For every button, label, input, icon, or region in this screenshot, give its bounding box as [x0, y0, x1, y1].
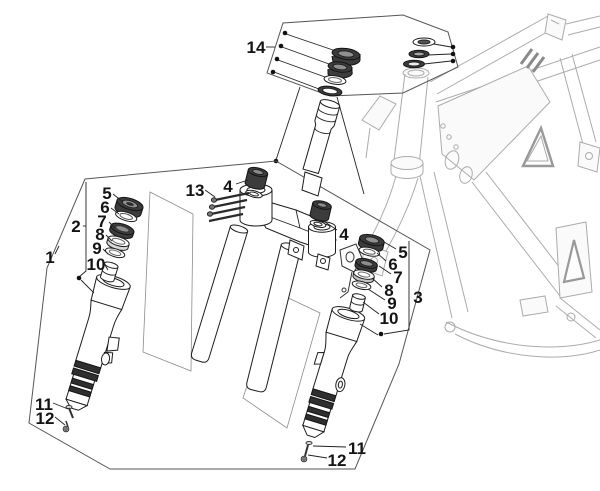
callout-11-left: 11	[35, 395, 53, 414]
panel-left	[142, 191, 194, 372]
callout-12-left: 12	[36, 409, 55, 428]
bearing-stack-left	[317, 47, 361, 97]
callout-5-left: 5	[102, 184, 111, 203]
callout-11-right: 11	[348, 439, 366, 458]
callout-8-left: 8	[95, 225, 104, 244]
steering-stem	[302, 99, 341, 175]
callout-12-right: 12	[328, 451, 347, 470]
fork-group-outline	[28, 160, 431, 470]
callout-labels: 14 1 2 5 6 7 8 9 10 13 4 4 5 6 7 8 9 10 …	[35, 38, 423, 470]
clamp-studs	[208, 191, 250, 223]
callout-13: 13	[186, 181, 205, 200]
clamp-left-boss	[239, 190, 273, 227]
callout-9-right: 9	[387, 294, 396, 313]
callout-3: 3	[413, 288, 422, 307]
callout-14: 14	[247, 38, 266, 57]
right-fork-parts-stack	[349, 233, 385, 313]
right-tube-cap	[309, 200, 332, 222]
left-fork-screw	[68, 407, 74, 419]
callout-10-right: 10	[380, 309, 399, 328]
left-tube-cap	[244, 166, 269, 190]
callout-7-left: 7	[97, 212, 106, 231]
left-fork-slider	[62, 273, 131, 433]
bearing-stack-right	[403, 37, 436, 69]
callout-6-right: 6	[388, 255, 397, 274]
callout-4-right: 4	[339, 225, 349, 244]
callout-10-left: 10	[87, 255, 106, 274]
stud-heads	[206, 197, 218, 217]
frame-gusset	[437, 65, 551, 181]
callout-5-right: 5	[398, 243, 407, 262]
callout-4-left: 4	[223, 177, 233, 196]
right-fork-slider	[300, 306, 366, 463]
callout-2: 2	[71, 217, 80, 236]
callout-7-right: 7	[393, 268, 402, 287]
callout-9-left: 9	[92, 239, 101, 258]
right-fork-screw	[304, 444, 309, 457]
callout-leaders	[52, 179, 410, 459]
left-fork-parts-stack	[100, 196, 144, 283]
stanchion-tube-left	[190, 224, 249, 363]
callout-8-right: 8	[384, 281, 393, 300]
callout-1: 1	[45, 248, 54, 267]
right-screw-washer	[305, 441, 313, 445]
bearing-kit-outline	[266, 14, 459, 97]
bearing-kit-group	[266, 14, 459, 195]
callout-6-left: 6	[100, 198, 109, 217]
